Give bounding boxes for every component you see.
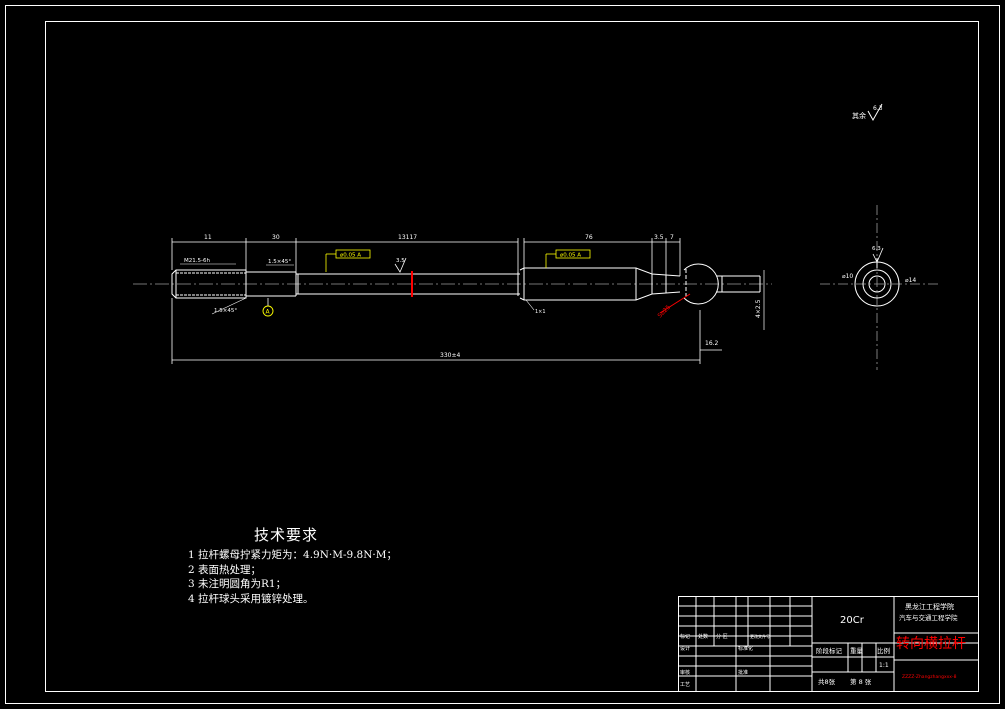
notes-title: 技术要求 [254,526,319,544]
row-label-1: 处数 [698,633,708,640]
scale-value: 1:1 [879,662,889,669]
dim-30: 30 [272,234,280,241]
note-item-2: 2 表面热处理； [188,563,262,576]
dim-13117: 13117 [398,234,417,241]
vertical-dim: 4×2.5 [755,299,762,318]
thread-label: M21.5-6h [184,258,210,264]
row-label-2: 分 区 [716,633,728,640]
side-dia-b: ⌀14 [905,277,916,284]
dim-total: 330±4 [440,352,460,359]
outer-border [5,5,1000,704]
note-item-4: 4 拉杆球头采用镀锌处理。 [188,592,314,605]
surface-finish-note: 其余 6.3 [852,103,883,122]
stage-label: 阶段标记 [816,646,843,655]
dimension-lines-top [171,238,681,276]
sheets-count: 共8张 [818,677,836,686]
chamfer-label-1: 1.5×45° [268,259,291,265]
technical-requirements: 技术要求 1 拉杆螺母拧紧力矩为：4.9N·M-9.8N·M； 2 表面热处理；… [188,524,397,606]
sheet-number: 第 8 张 [850,677,872,686]
dim-11: 11 [204,234,212,241]
inner-border [45,21,979,692]
sign-label: 标准化 [738,645,753,652]
svg-text:6.3: 6.3 [873,105,883,112]
dim-7: 7 [670,234,674,241]
title-block [678,596,979,692]
side-view [820,205,940,370]
svg-text:其余: 其余 [852,111,866,120]
note-item-1: 1 拉杆螺母拧紧力矩为：4.9N·M-9.8N·M； [188,549,398,561]
designer-label: 设计 [680,645,690,652]
chamfer-label-2: 1.5×45° [214,308,237,314]
row-label-0: 标记 [680,633,690,640]
total-length-dim [171,298,722,364]
note-item-3: 3 未注明圆角为R1； [188,578,287,590]
lower-small-label: 1×1 [535,309,546,315]
drawing-name: 转向横拉杆 [896,636,966,652]
review-label: 审核 [680,669,690,676]
drawing-code: ZZZZ-Zhangzhangxxx-8 [902,674,957,680]
svg-text:⌀0.05 A: ⌀0.05 A [340,253,361,259]
ra-label: 3.5 [396,258,405,264]
datum-a: A [262,298,274,317]
org-line-1: 黑龙江工程学院 [905,602,954,611]
approve-label: 批准 [738,669,748,676]
row-label-3: 更改文件号 [750,633,770,639]
dim-76: 76 [585,234,593,241]
scale-label: 比例 [877,646,890,655]
process-label: 工艺 [680,682,690,688]
material: 20Cr [840,615,865,626]
svg-text:A: A [266,309,271,316]
dim-16-2: 16.2 [705,340,719,347]
roughness-symbol [394,257,407,273]
dim-3-5: 3.5 [654,234,664,241]
gdt-frame-1: ⌀0.05 A [325,249,371,272]
ball-diameter: S⌀25 [656,304,672,320]
org-line-2: 汽车与交通工程学院 [899,613,958,622]
tie-rod-main-view [171,263,761,305]
ball-leader [659,293,691,314]
svg-text:⌀0.05 A: ⌀0.05 A [560,253,581,259]
weight-label: 重量 [850,647,864,655]
side-roughness [872,247,884,263]
gdt-frame-2: ⌀0.05 A [545,249,591,268]
side-dia-a: ⌀10 [842,273,853,280]
side-ra: 6.3 [872,246,881,252]
